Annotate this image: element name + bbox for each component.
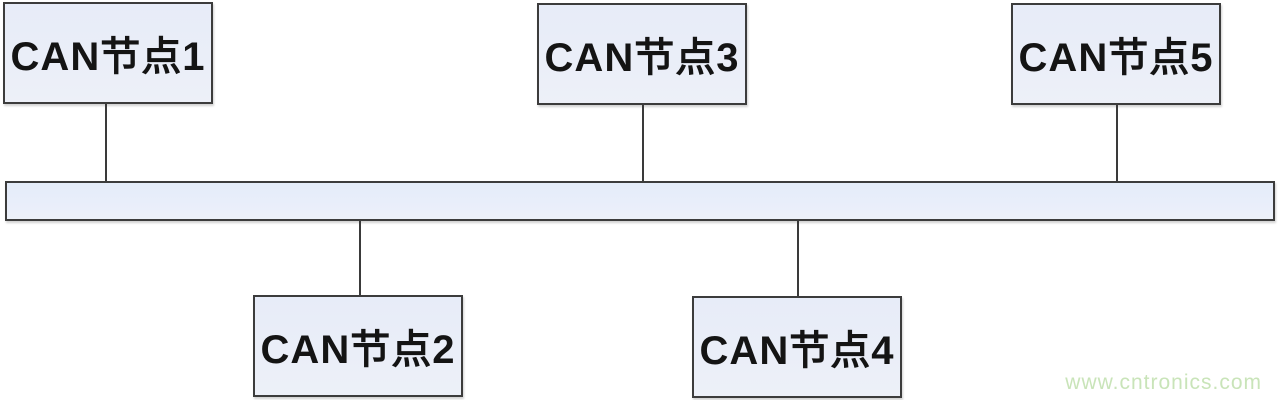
can-node-3-label: CAN节点3 <box>544 36 740 80</box>
can-node-2-label: CAN节点2 <box>260 328 456 372</box>
can-node-5-box: CAN节点5 <box>1011 3 1221 105</box>
can-node-2-box: CAN节点2 <box>253 295 463 397</box>
can-node-1-box: CAN节点1 <box>3 2 213 104</box>
can-node-5-label: CAN节点5 <box>1018 36 1214 80</box>
connector-bus-to-node4 <box>797 221 799 296</box>
can-node-4-box: CAN节点4 <box>692 296 902 398</box>
can-node-4-label: CAN节点4 <box>699 329 895 373</box>
can-bus-bar <box>5 181 1275 221</box>
can-node-1-label: CAN节点1 <box>10 35 206 79</box>
connector-node5-to-bus <box>1116 105 1118 181</box>
connector-bus-to-node2 <box>359 221 361 295</box>
can-node-3-box: CAN节点3 <box>537 3 747 105</box>
connector-node1-to-bus <box>105 104 107 181</box>
connector-node3-to-bus <box>642 105 644 181</box>
watermark-text: www.cntronics.com <box>1065 371 1262 394</box>
